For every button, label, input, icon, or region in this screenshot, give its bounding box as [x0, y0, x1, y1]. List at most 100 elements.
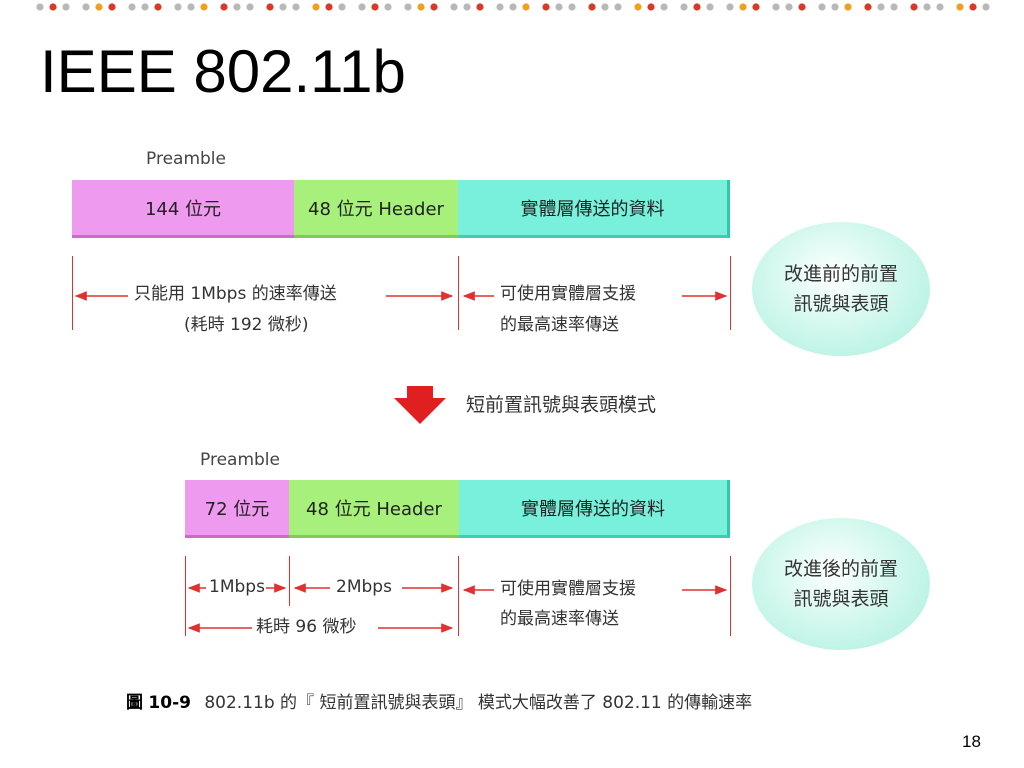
boundary-line	[730, 256, 731, 330]
boundary-line	[458, 256, 459, 330]
decorative-dot	[292, 3, 300, 11]
figure-number: 10-9	[148, 693, 191, 713]
segment-header-bottom: 48 位元 Header	[289, 480, 459, 538]
decorative-dot	[154, 3, 162, 11]
preamble-label-top: Preamble	[146, 149, 226, 169]
after-improvement-bubble: 改進後的前置訊號與表頭	[752, 518, 930, 650]
decorative-dot	[844, 3, 852, 11]
data-rate-text-2: 的最高速率傳送	[500, 315, 619, 335]
decorative-dot	[476, 3, 484, 11]
decorative-dot	[200, 3, 208, 11]
caption-text: 802.11b 的『 短前置訊號與表頭』 模式大幅改善了 802.11 的傳輸速…	[204, 693, 753, 713]
decorative-dot	[463, 3, 471, 11]
decorative-dot	[95, 3, 103, 11]
label-1mbps: 1Mbps	[209, 577, 265, 597]
decorative-dot	[496, 3, 504, 11]
decorative-dot	[522, 3, 530, 11]
decorative-dot	[614, 3, 622, 11]
decorative-dot	[187, 3, 195, 11]
data-rate-text-2: 的最高速率傳送	[500, 609, 619, 629]
boundary-line	[72, 256, 73, 330]
decorative-dot	[818, 3, 826, 11]
decorative-dot	[233, 3, 241, 11]
decorative-dot	[588, 3, 596, 11]
segment-data-bottom: 實體層傳送的資料	[459, 480, 730, 538]
decorative-dot	[890, 3, 898, 11]
decorative-dot	[82, 3, 90, 11]
decorative-dot	[739, 3, 747, 11]
segment-144-bits: 144 位元	[72, 180, 294, 238]
decorative-dot	[108, 3, 116, 11]
decorative-dot	[509, 3, 517, 11]
decorative-dot	[279, 3, 287, 11]
decorative-dot	[772, 3, 780, 11]
decorative-dot	[141, 3, 149, 11]
decorative-dot	[956, 3, 964, 11]
decorative-dot	[384, 3, 392, 11]
decorative-dot	[785, 3, 793, 11]
decorative-dot	[864, 3, 872, 11]
decorative-dot	[601, 3, 609, 11]
preamble-rate-text: 只能用 1Mbps 的速率傳送	[134, 284, 337, 304]
boundary-line	[730, 556, 731, 636]
segment-data-top: 實體層傳送的資料	[458, 180, 730, 238]
figure-icon: 圖	[126, 693, 143, 713]
decorative-dot	[325, 3, 333, 11]
boundary-line	[289, 556, 290, 606]
decorative-dot	[128, 3, 136, 11]
preamble-label-bottom: Preamble	[200, 450, 280, 470]
decorative-dot	[266, 3, 274, 11]
decorative-dot	[312, 3, 320, 11]
data-rate-text-1: 可使用實體層支援	[500, 579, 636, 599]
label-2mbps: 2Mbps	[336, 577, 392, 597]
decorative-dot	[555, 3, 563, 11]
decorative-dot	[542, 3, 550, 11]
decorative-dot	[982, 3, 990, 11]
decorative-dot	[246, 3, 254, 11]
decorative-dot	[634, 3, 642, 11]
decorative-dot	[877, 3, 885, 11]
decorative-dot	[726, 3, 734, 11]
decorative-dot	[660, 3, 668, 11]
boundary-line	[185, 556, 186, 636]
decorative-dot	[693, 3, 701, 11]
decorative-dot-strip	[36, 3, 990, 11]
decorative-dot	[680, 3, 688, 11]
decorative-dot	[430, 3, 438, 11]
decorative-dot	[371, 3, 379, 11]
bubble-line: 訊號與表頭	[793, 293, 889, 315]
decorative-dot	[910, 3, 918, 11]
bubble-line: 改進後的前置	[783, 557, 898, 580]
before-improvement-bubble: 改進前的前置訊號與表頭	[752, 222, 930, 356]
decorative-dot	[36, 3, 44, 11]
segment-72-bits: 72 位元	[185, 480, 289, 538]
decorative-dot	[358, 3, 366, 11]
label-96-microseconds: 耗時 96 微秒	[256, 617, 357, 637]
figure-caption: 圖 10-9 802.11b 的『 短前置訊號與表頭』 模式大幅改善了 802.…	[126, 688, 752, 713]
decorative-dot	[706, 3, 714, 11]
boundary-line	[458, 556, 459, 636]
decorative-dot	[752, 3, 760, 11]
decorative-dot	[969, 3, 977, 11]
decorative-dot	[831, 3, 839, 11]
data-rate-text-1: 可使用實體層支援	[500, 284, 636, 304]
bubble-line: 訊號與表頭	[793, 588, 889, 610]
decorative-dot	[174, 3, 182, 11]
decorative-dot	[568, 3, 576, 11]
decorative-dot	[49, 3, 57, 11]
decorative-dot	[936, 3, 944, 11]
decorative-dot	[923, 3, 931, 11]
decorative-dot	[338, 3, 346, 11]
page-title: IEEE 802.11b	[40, 38, 406, 105]
down-arrow-icon	[394, 386, 446, 424]
segment-header-top: 48 位元 Header	[294, 180, 458, 238]
decorative-dot	[417, 3, 425, 11]
decorative-dot	[62, 3, 70, 11]
bubble-line: 改進前的前置	[783, 262, 898, 285]
page-number: 18	[962, 732, 981, 751]
short-preamble-mode-label: 短前置訊號與表頭模式	[466, 394, 657, 416]
decorative-dot	[404, 3, 412, 11]
decorative-dot	[450, 3, 458, 11]
decorative-dot	[798, 3, 806, 11]
